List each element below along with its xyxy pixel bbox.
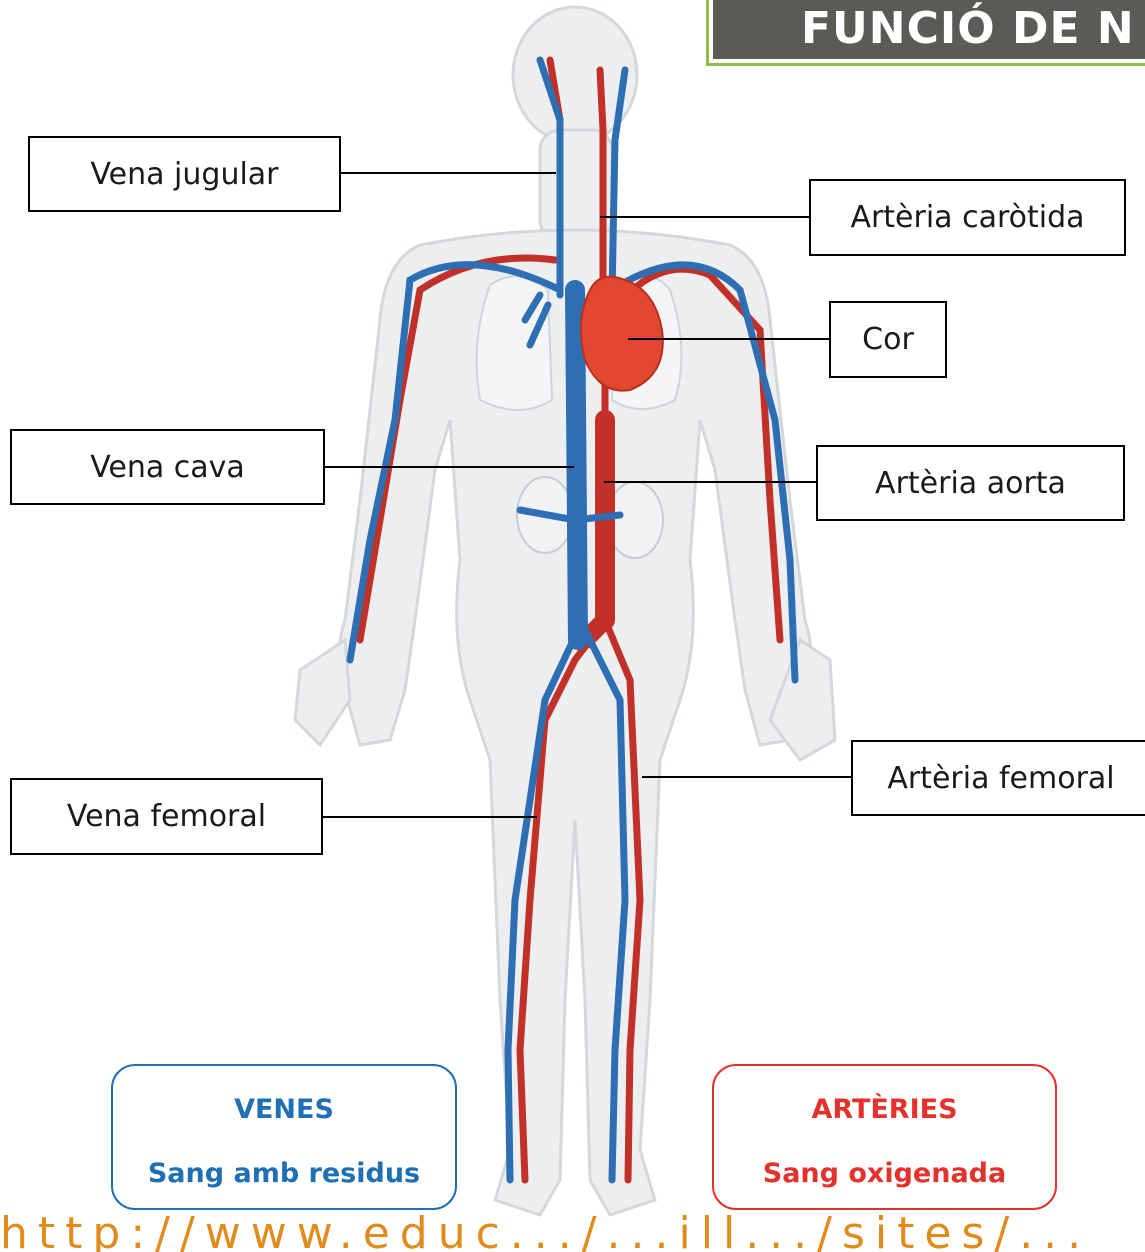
label-arteria-aorta: Artèria aorta xyxy=(816,445,1125,521)
label-vena-femoral-text: Vena femoral xyxy=(67,799,266,834)
label-arteria-aorta-text: Artèria aorta xyxy=(875,466,1066,501)
label-vena-jugular: Vena jugular xyxy=(28,136,341,212)
legend-venes-desc: Sang amb residus xyxy=(113,1158,455,1189)
label-arteria-femoral-text: Artèria femoral xyxy=(887,761,1114,796)
label-vena-femoral: Vena femoral xyxy=(10,778,323,855)
legend-venes: VENES Sang amb residus xyxy=(111,1064,457,1210)
label-vena-cava-text: Vena cava xyxy=(90,450,245,485)
legend-arteries: ARTÈRIES Sang oxigenada xyxy=(712,1064,1057,1210)
label-arteria-carotida: Artèria caròtida xyxy=(809,179,1126,256)
slide-title: FUNCIÓ DE N xyxy=(801,3,1135,54)
source-url: http://www.educ.../...ill.../sites/... xyxy=(0,1208,1145,1252)
body-silhouette xyxy=(295,7,835,1215)
label-arteria-femoral: Artèria femoral xyxy=(851,740,1145,816)
label-cor-text: Cor xyxy=(862,322,914,357)
legend-arteries-desc: Sang oxigenada xyxy=(714,1158,1055,1189)
slide-title-banner: FUNCIÓ DE N xyxy=(706,0,1145,66)
label-vena-jugular-text: Vena jugular xyxy=(90,157,278,192)
label-arteria-carotida-text: Artèria caròtida xyxy=(850,200,1084,235)
label-vena-cava: Vena cava xyxy=(10,429,325,505)
legend-venes-title: VENES xyxy=(113,1094,455,1125)
legend-arteries-title: ARTÈRIES xyxy=(714,1094,1055,1125)
label-cor: Cor xyxy=(829,301,947,378)
